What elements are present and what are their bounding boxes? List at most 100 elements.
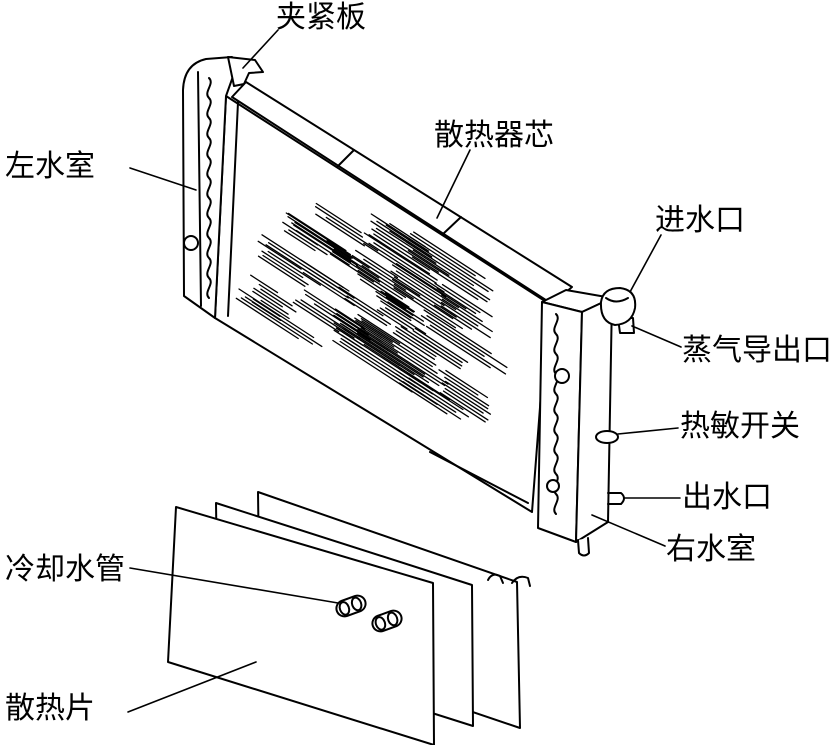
core-fin-hatch-line: [329, 253, 375, 283]
right-tank-gasket: [553, 313, 559, 515]
core-fin-hatch-line: [307, 267, 350, 296]
core-fin-hatch-line: [380, 300, 412, 322]
core-fin-hatch-line: [363, 343, 451, 401]
leader-line-radiator-core: [436, 149, 471, 219]
core-fin-hatch-line: [295, 299, 355, 339]
label-inlet: 进水口: [655, 203, 745, 238]
core-fin-hatch-line: [258, 283, 293, 307]
core-fin-hatch-line: [387, 301, 425, 327]
core-fin-hatch-line: [261, 250, 304, 279]
cooling-tube-1: [335, 594, 367, 618]
core-fin-hatch-line: [361, 264, 414, 300]
core-fin-hatch-line: [257, 255, 306, 287]
core-fin-hatch-line: [389, 223, 426, 248]
core-fin-hatch-line: [423, 309, 492, 355]
core-fin-hatch-line: [429, 324, 507, 375]
tube-stub-2: [511, 575, 531, 587]
core-fin-hatch-line: [260, 299, 290, 320]
core-fin-hatch-line: [376, 309, 408, 330]
core-fin-hatch-line: [325, 216, 379, 252]
core-fin-hatching: [235, 202, 508, 423]
core-fin-hatch-line: [357, 269, 403, 300]
label-fins: 散热片: [5, 691, 95, 726]
water-outlet-pipe: [607, 492, 625, 505]
core-fin-hatch-line: [238, 288, 315, 339]
leader-line-clamp-plate: [242, 29, 279, 69]
radiator-core-face: [214, 95, 549, 513]
core-fin-hatch-line: [407, 380, 457, 413]
cooling-tube-2: [371, 609, 403, 633]
core-fin-hatch-line: [375, 290, 414, 317]
core-fin-hatch-line: [357, 273, 410, 308]
left-tank-bolt: [183, 235, 199, 251]
core-fin-hatch-line: [373, 242, 437, 284]
core-fin-hatch-line: [363, 242, 447, 298]
core-fin-hatch-line: [285, 212, 352, 256]
core-fin-hatch-line: [379, 307, 415, 331]
core-fin-hatch-line: [257, 240, 302, 270]
fin-plate-front: [167, 506, 435, 745]
core-fin-hatch-line: [398, 382, 448, 415]
core-fin-hatch-line: [287, 216, 353, 259]
leader-line-vapor-outlet: [631, 325, 682, 348]
core-fin-hatch-line: [433, 304, 473, 330]
core-fin-hatch-line: [434, 282, 481, 314]
cooling-tube-1-hole-a: [338, 601, 351, 616]
core-fin-hatch-line: [406, 372, 464, 411]
core-fin-hatch-line: [393, 283, 463, 330]
core-fin-hatch-line: [295, 229, 350, 266]
right-tank-side-face: [537, 301, 583, 543]
core-fin-hatch-line: [315, 213, 366, 247]
core-fin-hatch-line: [441, 294, 483, 323]
leader-line-inlet: [629, 234, 662, 293]
core-fin-hatch-line: [351, 254, 407, 291]
core-fin-hatch-line: [370, 220, 437, 264]
core-fin-hatch-line: [288, 229, 328, 256]
core-fin-hatch-line: [380, 290, 414, 313]
core-top-rim: [231, 81, 573, 305]
core-fin-hatch-line: [252, 290, 289, 315]
core-fin-hatch-line: [313, 303, 371, 341]
core-fin-hatch-line: [385, 296, 425, 322]
core-fin-hatch-line: [438, 369, 479, 396]
left-tank-gasket: [206, 77, 212, 299]
clamp-plate: [227, 56, 264, 87]
cooling-tube-2-hole-b: [386, 611, 399, 627]
core-fin-hatch-line: [361, 320, 433, 368]
core-fin-hatch-line: [441, 283, 493, 318]
left-tank-front-edge: [197, 71, 202, 307]
core-fin-hatch-line: [331, 251, 381, 283]
core-fin-hatch-line: [390, 270, 445, 307]
water-inlet-crease: [605, 297, 629, 303]
core-bottom-rim-edge: [429, 451, 529, 504]
core-fin-hatch-line: [412, 249, 491, 301]
leader-line-right-tank: [591, 514, 666, 547]
core-fin-hatch-line: [410, 336, 461, 370]
core-fin-hatch-line: [260, 288, 297, 313]
label-clamp-plate: 夹紧板: [276, 0, 366, 35]
core-fin-hatch-line: [395, 270, 457, 311]
core-fin-hatch-line: [420, 315, 485, 357]
core-fin-hatch-line: [357, 313, 437, 366]
core-fin-hatch-line: [368, 242, 445, 293]
leader-line-thermal-switch: [617, 427, 679, 435]
core-fin-hatch-line: [291, 222, 359, 267]
core-fin-hatch-line: [293, 224, 352, 263]
core-fin-hatch-line: [425, 325, 491, 369]
core-fin-hatch-line: [359, 278, 407, 310]
label-radiator-core: 散热器芯: [434, 118, 554, 153]
tube-stub-1: [487, 573, 504, 584]
core-fin-hatch-line: [244, 296, 323, 348]
core-left-tube-plate-edge: [227, 101, 239, 317]
thermal-switch: [595, 430, 619, 444]
core-fin-hatch-line: [359, 324, 395, 348]
core-fin-hatch-line: [294, 221, 352, 260]
radiator-assembly: [182, 56, 637, 557]
core-fin-hatch-line: [283, 230, 316, 252]
core-fin-hatch-line: [419, 338, 463, 367]
core-fin-hatch-line: [413, 231, 486, 280]
core-fin-hatch-line: [408, 377, 470, 418]
core-fin-hatch-line: [333, 314, 426, 375]
core-fin-hatch-line: [375, 227, 450, 276]
